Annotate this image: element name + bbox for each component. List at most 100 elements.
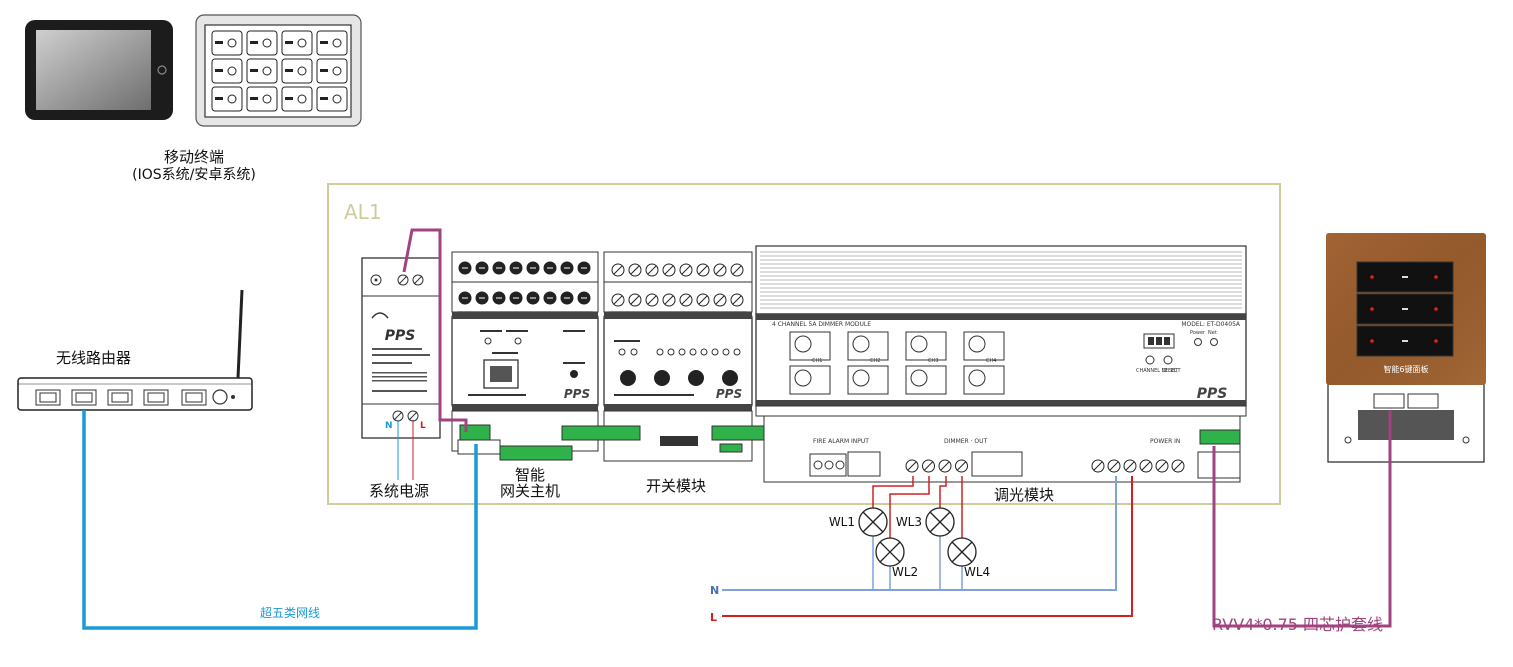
dimmer-channel-block [847,365,889,395]
touch-panel-key-icon [297,94,307,104]
dimmer-channel-off-button [968,369,986,387]
switch-led [733,348,741,356]
dimmer-channel-on-button [968,335,986,353]
dimmer-channel-off-button [910,369,928,387]
touch-panel-key [211,86,243,112]
dimmer-channel-block [963,331,1005,361]
dimmer-channel-label: CH3 [928,358,938,364]
touch-panel-key [316,30,348,56]
ethernet-cable [82,410,478,630]
panel-label: 智能6键面板 [1383,365,1429,374]
lamp-label: WL4 [964,565,990,579]
dimmer-fire-labels: FIRE ALARM INPUT [813,438,869,445]
power-label: 系统电源 [368,482,430,500]
tablet-device [25,20,173,120]
router-device [17,289,253,411]
router-port [71,389,97,406]
panel-key-led [1434,339,1438,343]
dimmer-power-in: POWER IN [1150,438,1180,445]
dimmer-out-label: DIMMER · OUT [944,438,988,445]
rvv-cable [1212,410,1392,628]
lamp-label: WL1 [829,515,855,529]
touch-panel-key [281,86,313,112]
live-line [722,476,1133,617]
dimmer-channel-on-button [910,335,928,353]
panel-key-led [1370,275,1374,279]
switch-button [688,370,704,386]
power-terminal-l: L [420,421,426,431]
touch-panel-key [211,30,243,56]
dimmer-channel-label: CH1 [812,358,822,364]
switch-led [722,348,730,356]
dimmer-channel-label: CH4 [986,358,996,364]
gateway-label-line2: 网关主机 [499,482,561,500]
dimmer-channel-on-button [852,335,870,353]
gateway-brand: PPS [564,387,590,401]
switch-button [722,370,738,386]
dimmer-channel-block [789,365,831,395]
touch-panel-key-icon [297,66,307,76]
dimmer-channel-label: CH2 [870,358,880,364]
dimmer-module: CH1 CH2 CH3 CH4 [755,245,1247,483]
panel-key-led [1434,307,1438,311]
switch-brand: PPS [716,387,742,401]
panel-key-led [1370,307,1374,311]
panel-key-led [1370,339,1374,343]
touch-panel-key [281,30,313,56]
dimmer-brand: PPS [1197,386,1228,402]
touch-panel-key [316,86,348,112]
switch-led [689,348,697,356]
touch-panel-key [246,86,278,112]
switch-button [620,370,636,386]
touch-panel-device [195,14,362,127]
touch-panel-key [316,58,348,84]
touch-panel-key [281,58,313,84]
touch-panel-key-icon [227,94,237,104]
dimmer-channel-off-button [794,369,812,387]
touch-panel-key-icon [227,38,237,48]
router-port [181,389,207,406]
lamp-neutral-wires [872,536,963,590]
touch-panel-key-icon [297,38,307,48]
mobile-title: 移动终端 [163,148,225,166]
rvv-cable-label: RVV4*0.75 四芯护套线 [1212,615,1384,634]
dimmer-channel-block [905,365,947,395]
dimmer-header-left: 4 CHANNEL 5A DIMMER MODULE [772,321,871,328]
router-title: 无线路由器 [56,349,132,367]
touch-panel-key-icon [262,38,272,48]
dimmer-channel-on-button [794,335,812,353]
lamp-label: WL3 [896,515,922,529]
touch-panel-key-icon [262,66,272,76]
touch-panel-key-icon [262,94,272,104]
touch-panel-key-icon [332,66,342,76]
touch-panel-key [211,58,243,84]
router-port [143,389,169,406]
touch-panel-key [246,58,278,84]
dimmer-module-label: 调光模块 [993,486,1055,504]
dimmer-channel-block [963,365,1005,395]
power-bus-wire [402,228,468,432]
switch-module-label: 开关模块 [645,477,707,495]
mobile-subtitle: (IOS系统/安卓系统) [132,167,256,183]
power-brand: PPS [385,328,416,344]
panel-key-led [1434,275,1438,279]
live-label: L [710,611,717,624]
dimmer-id-set: ID SET [1162,368,1179,374]
touch-panel-key-icon [227,66,237,76]
enclosure-label: AL1 [344,200,382,224]
neutral-label: N [710,584,719,597]
power-supply-module [361,257,441,439]
lamp-live-wires [872,476,963,538]
gateway-label-line1: 智能 [514,466,546,484]
dimmer-channel-off-button [852,369,870,387]
smart-panel-device [1326,233,1486,463]
switch-led [656,348,664,356]
dimmer-channel-block [847,331,889,361]
touch-panel-key [246,30,278,56]
switch-led [711,348,719,356]
dimmer-power-label: Power [1190,330,1206,336]
touch-panel-key-icon [332,38,342,48]
dimmer-channel-block [789,331,831,361]
dimmer-channel-block [905,331,947,361]
